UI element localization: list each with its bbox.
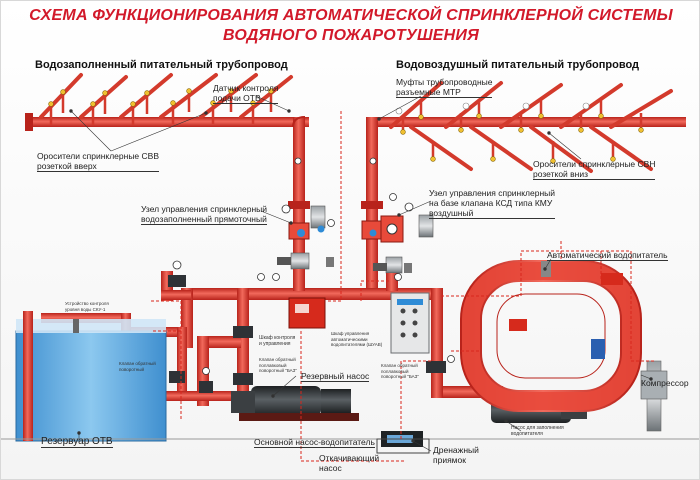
label-sprinklers-down: Оросители спринклерные СВН розеткой вниз	[533, 159, 656, 180]
label-flow-sensor: Датчик контроля подачи ОТВ	[213, 83, 279, 104]
label-couplings: Муфты трубопроводные разъемные МТР	[396, 77, 493, 98]
label-reserve-pump: Резервный насос	[301, 371, 370, 382]
label-drain-pit: Дренажный приямок	[433, 445, 479, 465]
label-drain-pump: Откачивающий насос	[319, 453, 380, 473]
label-air-control-unit: Узел управления спринклерный на базе кла…	[429, 188, 556, 219]
page-title-line-2: ВОДЯНОГО ПОЖАРОТУШЕНИЯ	[222, 27, 480, 44]
label-check-valve-b: Клапан обратный поплавковый поворотный "…	[381, 363, 419, 379]
section-wet-pipeline: Водозаполненный питательный трубопровод	[35, 59, 288, 71]
label-reservoir: Резервуар ОТВ	[41, 436, 113, 448]
left-sprinkler-branches	[25, 73, 309, 131]
signal-lines	[151, 111, 656, 462]
risers	[277, 116, 434, 297]
water-heater-vessel	[460, 260, 668, 432]
label-sprinklers-up: Оросители спринклерные СВВ розеткой ввер…	[37, 151, 159, 172]
page-title-line-1: СХЕМА ФУНКЦИОНИРОВАНИЯ АВТОМАТИЧЕСКОЙ СП…	[29, 7, 673, 24]
label-level-sensor: Устройство контроля уровня воды СКУ-1	[65, 301, 109, 312]
label-auto-cabinet: Шкаф управления автоматическими водопита…	[331, 331, 383, 347]
label-control-cabinet: Шкаф контроля и управления	[259, 335, 296, 347]
label-check-valve-c: Клапан обратный поворотный	[119, 361, 156, 372]
label-compressor: Компрессор	[641, 378, 689, 388]
section-dry-pipeline: Водовоздушный питательный трубопровод	[396, 59, 640, 71]
label-wet-control-unit: Узел управления спринклерный водозаполне…	[141, 204, 268, 225]
leader-lines	[69, 95, 653, 452]
label-fill-pump: Насос для заполнения водопитателя	[511, 425, 564, 437]
label-water-heater: Автоматический водопитатель	[547, 250, 668, 261]
floor	[1, 438, 699, 454]
reservoir-tank	[15, 311, 167, 442]
cabinets	[288, 292, 430, 354]
main-pipework	[41, 260, 503, 406]
right-sprinkler-branches	[366, 81, 686, 173]
label-check-valve-a: Клапан обратный поплавковый поворотный "…	[259, 357, 297, 373]
label-main-pump: Основной насос-водопитатель	[254, 437, 375, 448]
